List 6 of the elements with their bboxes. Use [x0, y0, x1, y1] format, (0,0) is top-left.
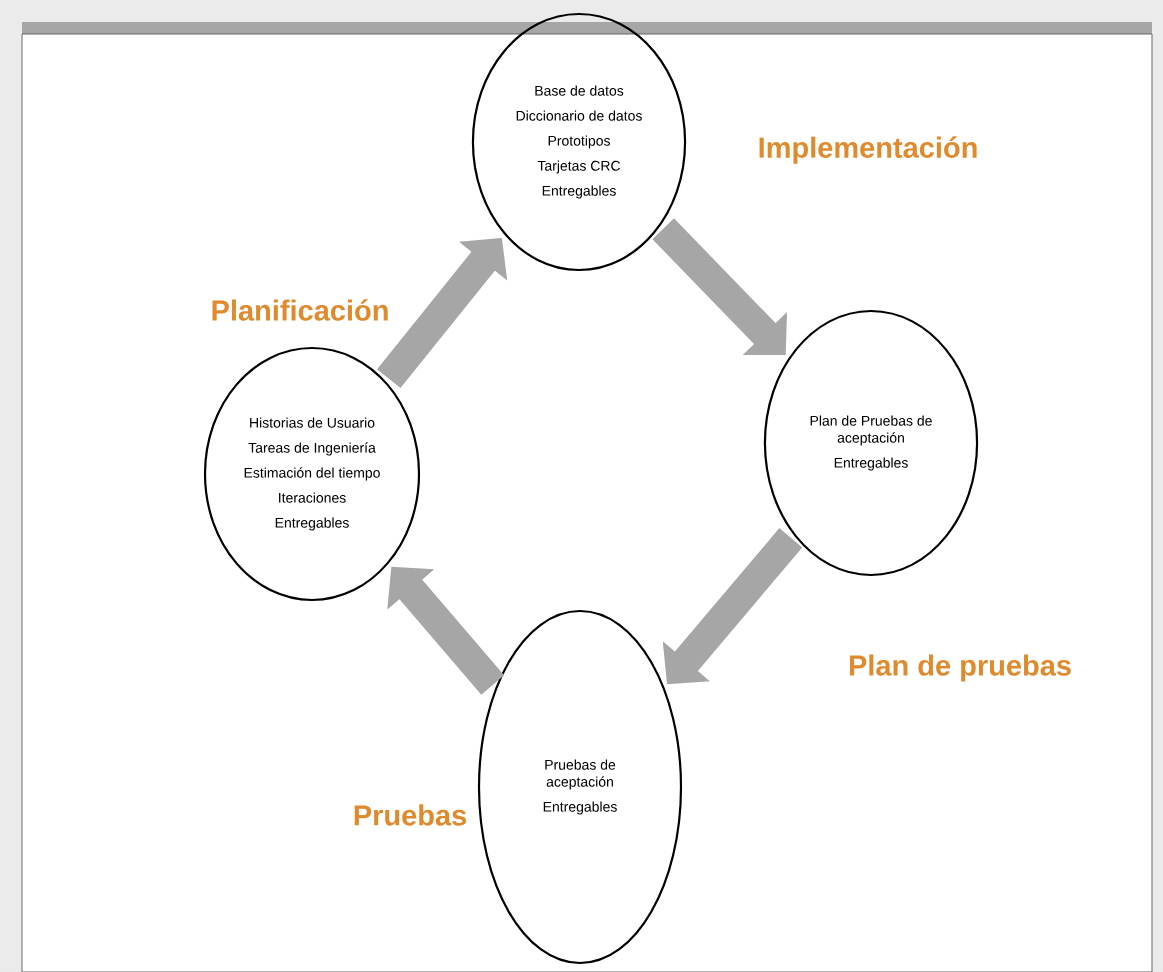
block-arrow — [387, 566, 505, 695]
phase-label: Plan de pruebas — [849, 654, 1071, 682]
block-arrow — [652, 218, 788, 356]
phase-label: Pruebas — [354, 804, 466, 826]
phase-label: Planificación — [212, 299, 388, 321]
phase-label: Implementación — [759, 136, 977, 164]
